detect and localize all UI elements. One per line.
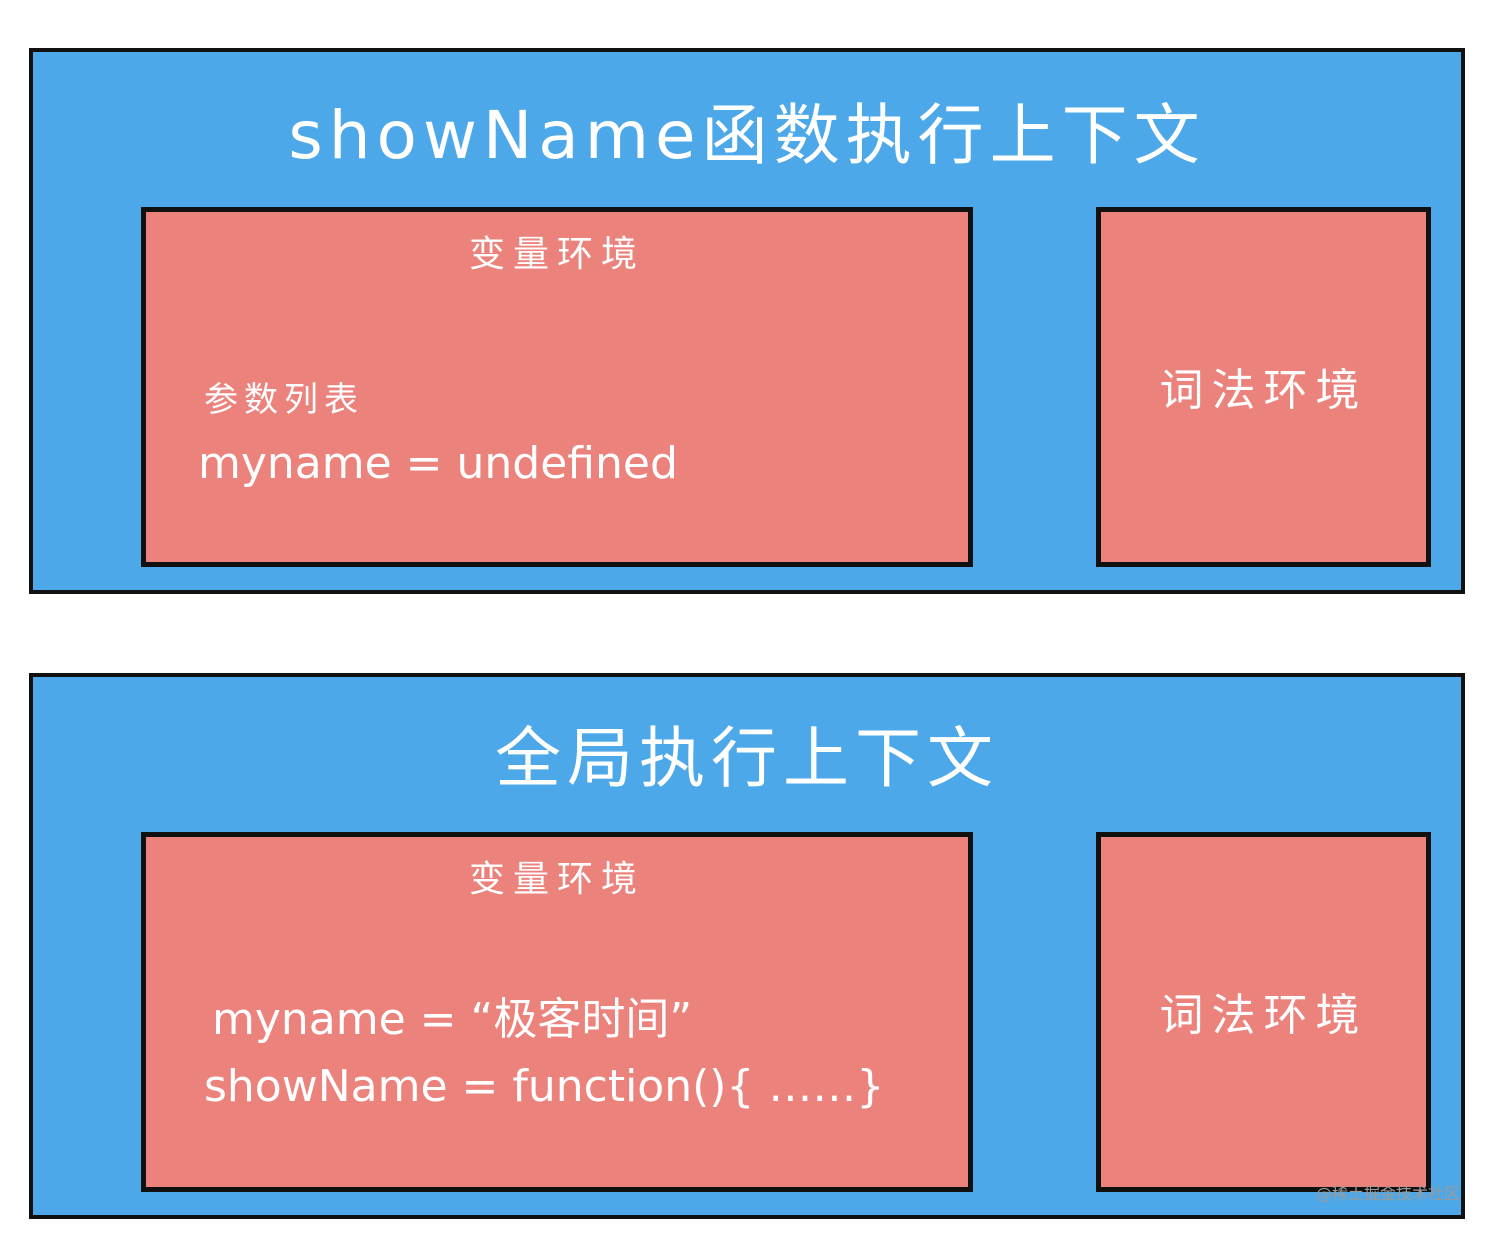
showname-function-entry: showName = function(){ ……} (204, 1061, 885, 1112)
global-context-title: 全局执行上下文 (495, 720, 999, 797)
global-lexical-environment-title: 词法环境 (1159, 990, 1368, 1041)
myname-undefined-entry: myname = undefined (198, 438, 678, 489)
parameter-list-label: 参数列表 (204, 380, 364, 420)
function-lexical-environment: 词法环境 (1096, 207, 1431, 567)
watermark: @稀土掘金技术社区 (1315, 1184, 1460, 1203)
function-execution-context: showName函数执行上下文 变量环境 参数列表 myname = undef… (29, 48, 1465, 594)
global-execution-context: 全局执行上下文 变量环境 myname = “极客时间” showName = … (29, 673, 1465, 1219)
global-variable-environment: 变量环境 myname = “极客时间” showName = function… (141, 832, 973, 1192)
myname-value-entry: myname = “极客时间” (212, 994, 693, 1045)
global-variable-environment-title: 变量环境 (468, 859, 645, 900)
function-context-title: showName函数执行上下文 (288, 97, 1206, 174)
function-lexical-environment-title: 词法环境 (1159, 365, 1368, 416)
function-variable-environment-title: 变量环境 (468, 234, 645, 275)
function-variable-environment: 变量环境 参数列表 myname = undefined (141, 207, 973, 567)
global-lexical-environment: 词法环境 (1096, 832, 1431, 1192)
